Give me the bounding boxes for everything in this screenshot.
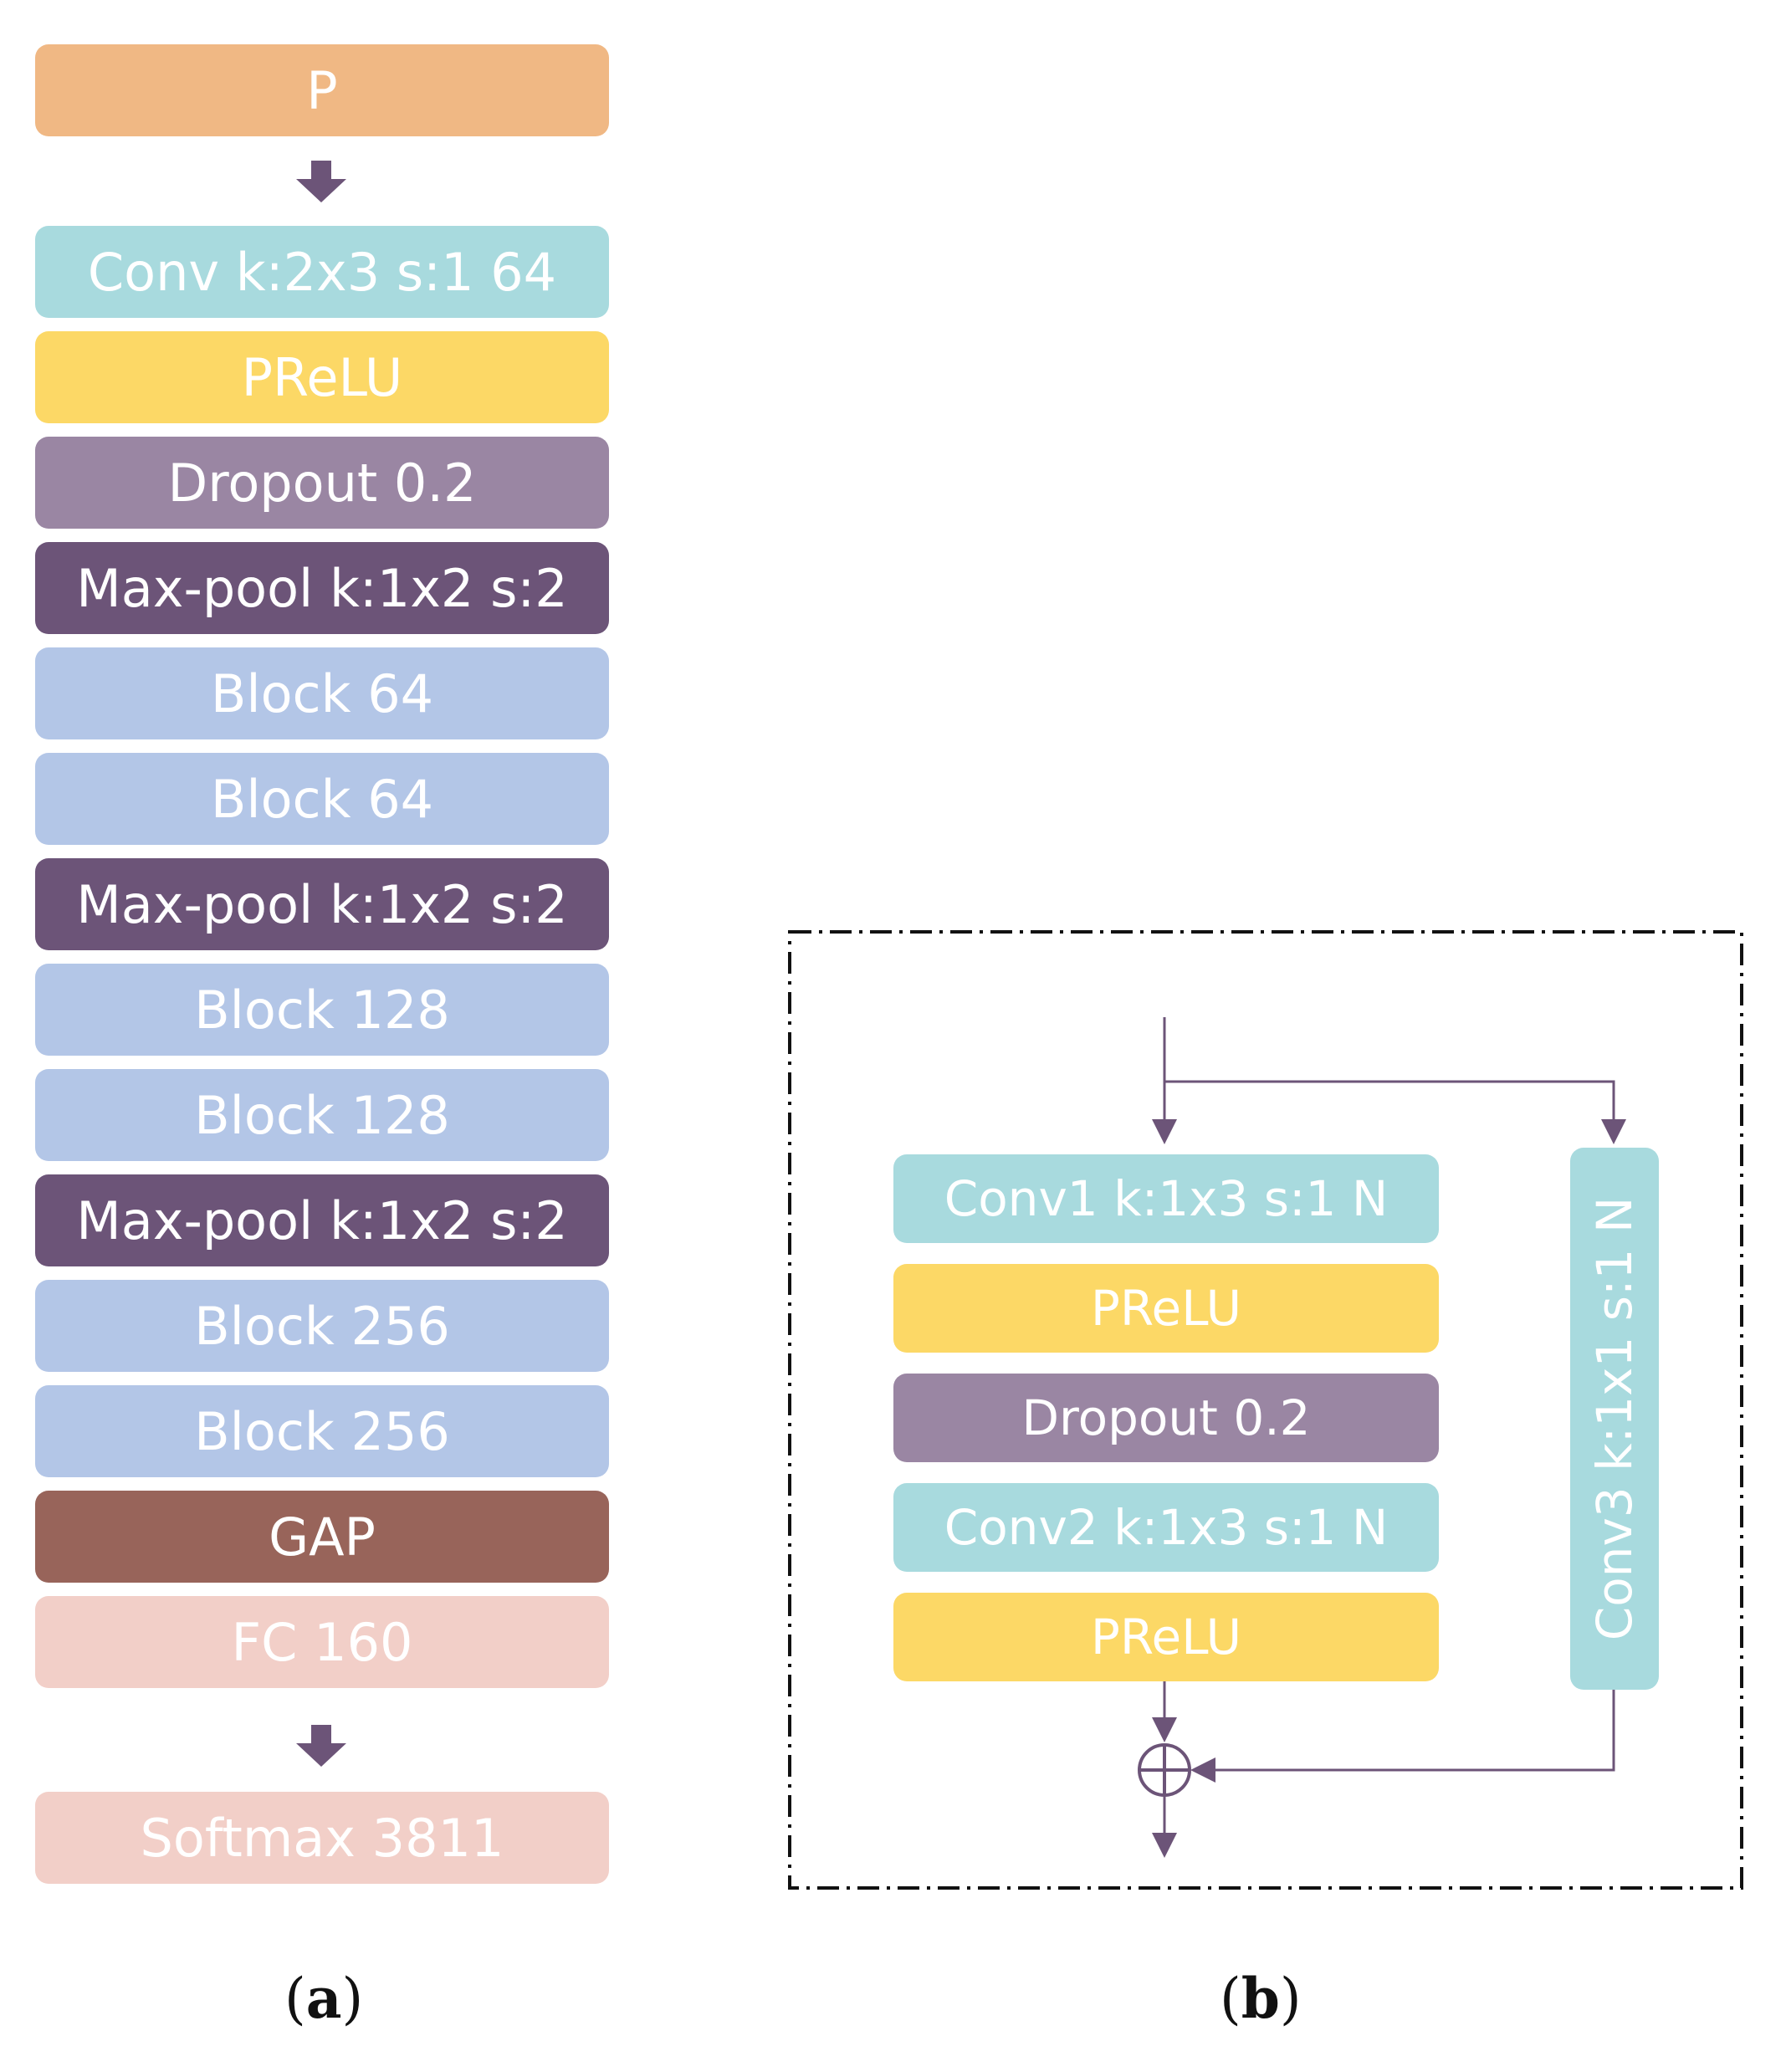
- shortcut-to-add-line: [1190, 1690, 1615, 1783]
- layer-label: Conv k:2x3 s:1 64: [87, 241, 557, 303]
- caption-a-letter: a: [305, 1966, 342, 2031]
- layer-block: Block 128: [35, 964, 609, 1056]
- layer-label: P: [306, 59, 338, 121]
- layer-dropout: Dropout 0.2: [893, 1374, 1439, 1462]
- layer-maxpool: Max-pool k:1x2 s:2: [35, 1174, 609, 1266]
- layer-label: Max-pool k:1x2 s:2: [76, 557, 568, 619]
- down-arrow-icon: [296, 1725, 346, 1767]
- layer-label: PReLU: [1090, 1280, 1242, 1337]
- layer-maxpool: Max-pool k:1x2 s:2: [35, 542, 609, 634]
- layer-input: P: [35, 44, 609, 136]
- layer-block: Block 256: [35, 1385, 609, 1477]
- layer-label: Block 128: [194, 979, 450, 1041]
- layer-conv2: Conv2 k:1x3 s:1 N: [893, 1483, 1439, 1572]
- caption-b-letter: b: [1241, 1966, 1280, 2031]
- layer-label: Max-pool k:1x2 s:2: [76, 1189, 568, 1251]
- shortcut-branch-line: [1164, 1080, 1626, 1144]
- layer-label: Max-pool k:1x2 s:2: [76, 873, 568, 935]
- layer-label: Block 256: [194, 1295, 450, 1357]
- layer-label: Block 128: [194, 1084, 450, 1146]
- layer-block: Block 128: [35, 1069, 609, 1161]
- layer-label: Conv2 k:1x3 s:1 N: [944, 1499, 1389, 1556]
- layer-label: Block 64: [210, 663, 434, 724]
- layer-fc: FC 160: [35, 1596, 609, 1688]
- layer-label: Dropout 0.2: [167, 452, 477, 514]
- caption-a: (a): [284, 1966, 364, 2031]
- layer-gap: GAP: [35, 1491, 609, 1583]
- residual-block-border: [788, 930, 1743, 1890]
- layer-label: Dropout 0.2: [1021, 1389, 1311, 1446]
- layer-dropout: Dropout 0.2: [35, 437, 609, 529]
- layer-prelu: PReLU: [893, 1593, 1439, 1681]
- layer-label: Block 64: [210, 768, 434, 830]
- layer-maxpool: Max-pool k:1x2 s:2: [35, 858, 609, 950]
- layer-label: Conv1 k:1x3 s:1 N: [944, 1170, 1389, 1227]
- layer-prelu: PReLU: [893, 1264, 1439, 1353]
- layer-conv1: Conv1 k:1x3 s:1 N: [893, 1154, 1439, 1243]
- layer-softmax: Softmax 3811: [35, 1792, 609, 1884]
- caption-b: (b): [1220, 1966, 1302, 2031]
- layer-label: PReLU: [241, 346, 403, 408]
- layer-label: Softmax 3811: [140, 1807, 504, 1869]
- layer-label: Conv3 k:1x1 s:1 N: [1586, 1196, 1643, 1641]
- layer-block: Block 256: [35, 1280, 609, 1372]
- layer-label: PReLU: [1090, 1609, 1242, 1665]
- layer-label: Block 256: [194, 1400, 450, 1462]
- layer-conv: Conv k:2x3 s:1 64: [35, 226, 609, 318]
- layer-label: FC 160: [231, 1611, 413, 1673]
- layer-prelu: PReLU: [35, 331, 609, 423]
- down-arrow-icon: [296, 161, 346, 202]
- add-icon: [1138, 1743, 1191, 1797]
- layer-block: Block 64: [35, 753, 609, 845]
- layer-label: GAP: [269, 1506, 376, 1568]
- layer-conv3-shortcut: Conv3 k:1x1 s:1 N: [1570, 1148, 1659, 1690]
- layer-block: Block 64: [35, 647, 609, 739]
